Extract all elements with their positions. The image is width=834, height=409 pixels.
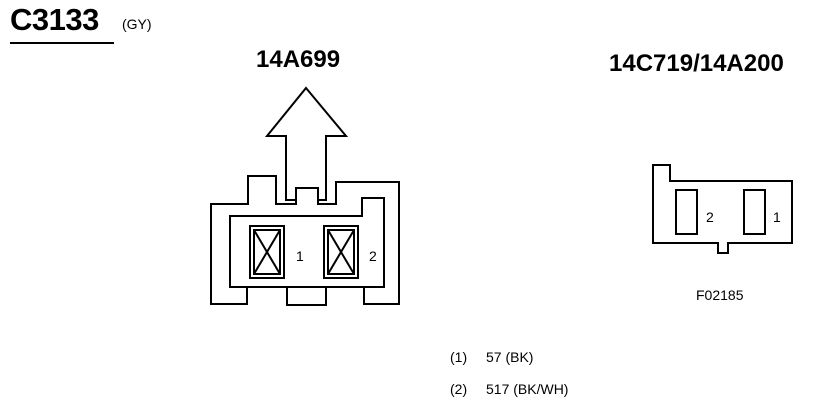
arrow-up-icon: [264, 86, 349, 201]
connector-color-code: (GY): [122, 16, 152, 32]
circuit-wire-2: 517 (BK/WH): [486, 381, 568, 397]
right-pin-2-cavity: [675, 189, 698, 235]
left-pin-1-crossed: [249, 225, 285, 279]
right-pin-1-label: 1: [773, 209, 781, 225]
right-pin-1-cavity: [743, 189, 766, 235]
left-pin-1-label: 1: [296, 248, 304, 264]
left-connector: [210, 86, 400, 306]
circuit-pin-2: (2): [450, 381, 467, 397]
left-connector-housing: [210, 175, 400, 306]
left-connector-cavity: [229, 197, 385, 288]
connector-id: C3133: [10, 2, 99, 37]
component-label-left: 14A699: [256, 46, 341, 73]
figure-reference: F02185: [696, 287, 744, 303]
left-pin-2-label: 2: [369, 248, 377, 264]
circuit-pin-1: (1): [450, 349, 467, 365]
circuit-wire-1: 57 (BK): [486, 349, 533, 365]
right-connector-housing: [652, 164, 793, 254]
right-pin-2-label: 2: [706, 209, 714, 225]
component-label-right: 14C719/14A200: [609, 50, 784, 77]
left-pin-2-crossed: [323, 225, 359, 279]
right-connector: [652, 164, 793, 254]
title-underline: [10, 42, 114, 44]
